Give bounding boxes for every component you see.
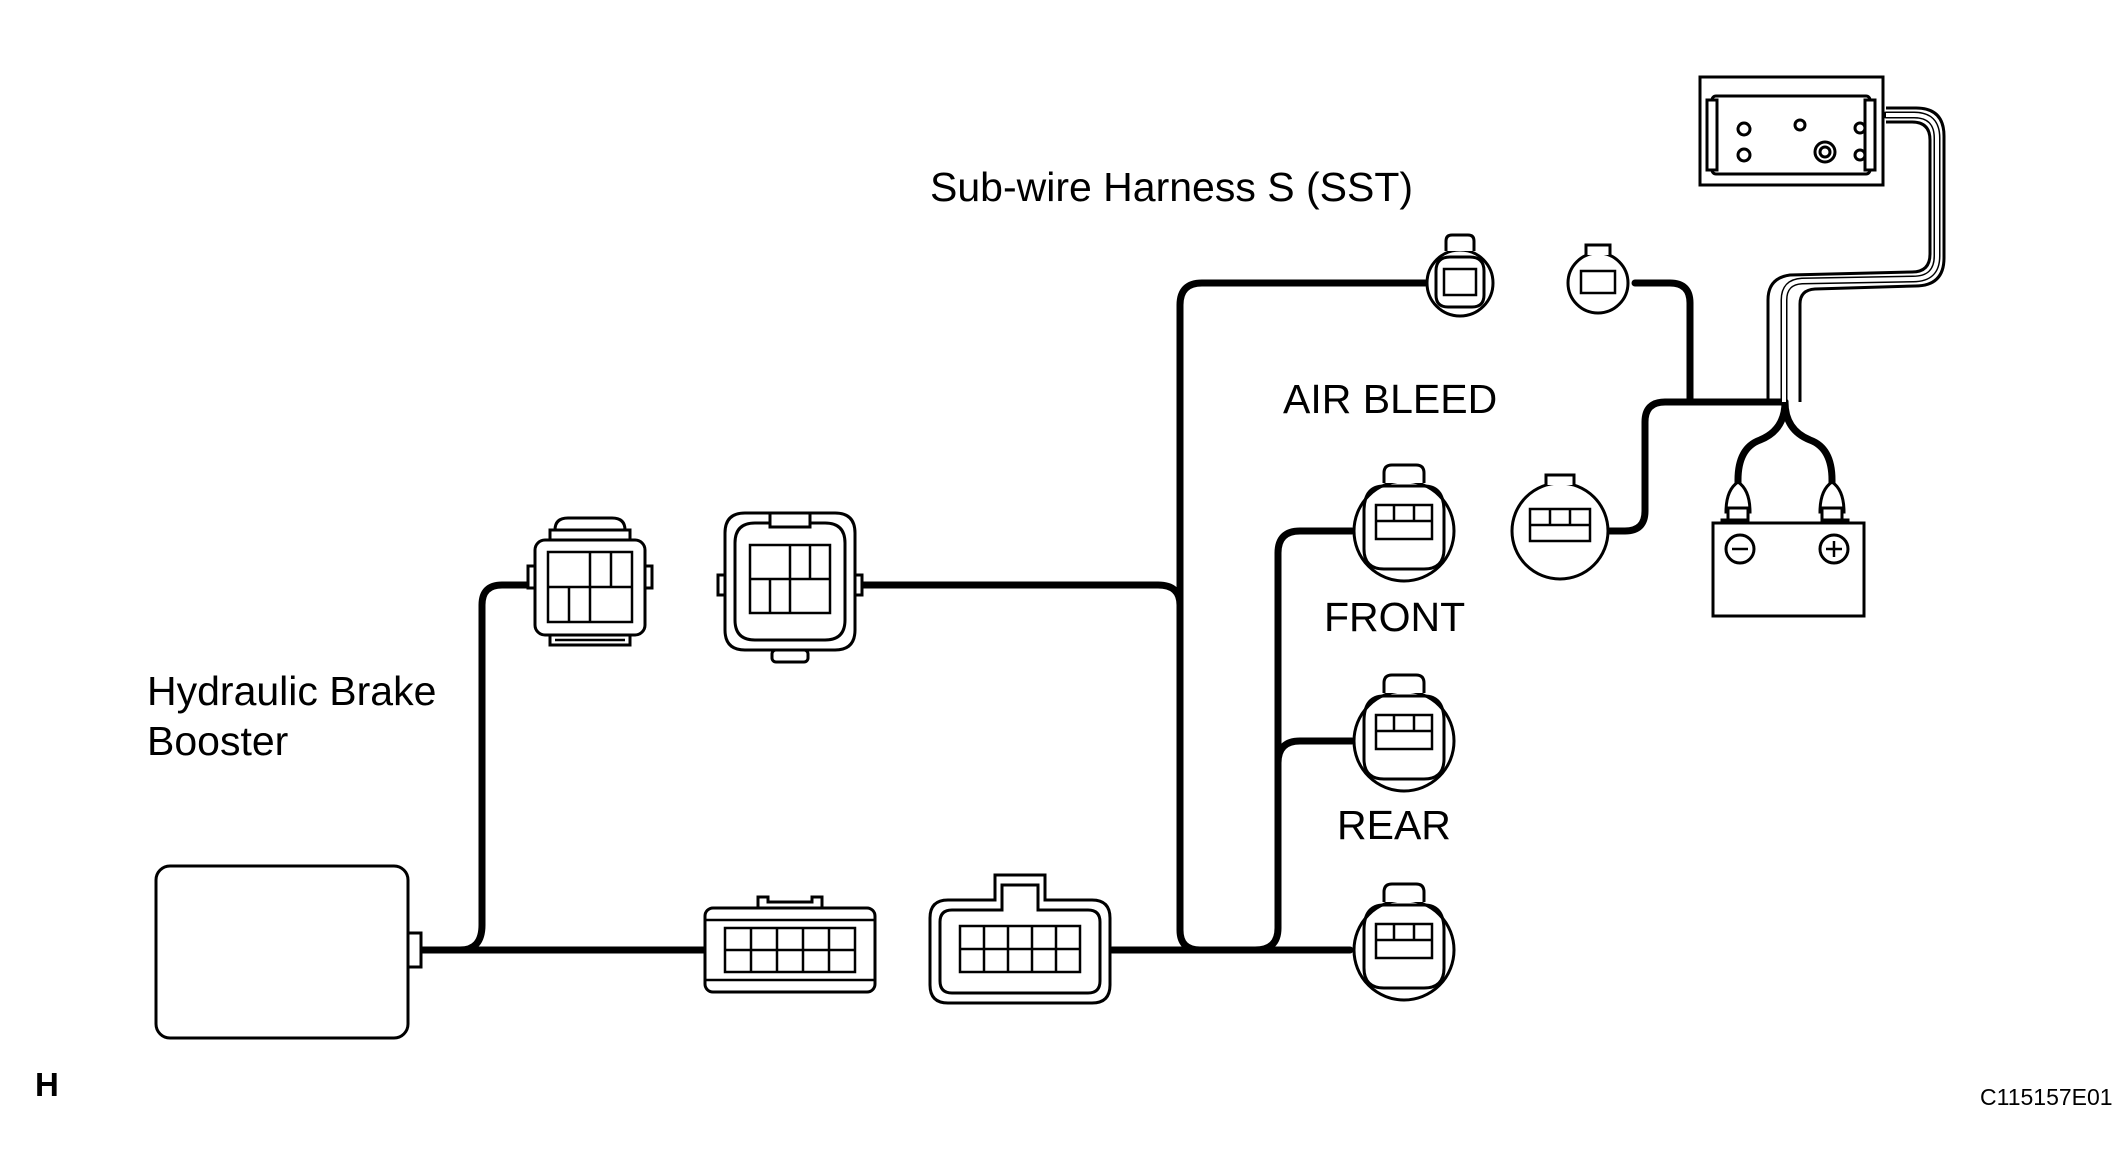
- connector-icon: [1510, 473, 1610, 581]
- connector-icon: [716, 511, 864, 664]
- figure-code: C115157E01: [1980, 1084, 2113, 1110]
- sub-wire-harness-label: Sub-wire Harness S (SST): [930, 164, 1414, 210]
- connector-icon: [928, 873, 1112, 1005]
- connector-icon: [703, 895, 877, 994]
- air-bleed-label: AIR BLEED: [1283, 376, 1498, 422]
- connector-icon: [1352, 463, 1456, 583]
- connector-icon: [1566, 243, 1630, 315]
- hydraulic-brake-booster-unit: [154, 864, 423, 1040]
- front-label: FRONT: [1324, 594, 1466, 640]
- hydraulic-brake-booster-label-line1: Hydraulic Brake: [147, 668, 437, 714]
- hydraulic-brake-booster-label: Hydraulic Brake Booster: [147, 666, 436, 766]
- switch-box-icon: [1698, 75, 1885, 187]
- connector-icon: [1425, 233, 1495, 318]
- connector-icon: [526, 516, 654, 647]
- wire-harness: [416, 106, 1946, 954]
- connector-icon: [1352, 882, 1456, 1002]
- battery-icon: [1711, 480, 1866, 618]
- rear-label: REAR: [1337, 802, 1451, 848]
- connector-icon: [1352, 673, 1456, 793]
- hydraulic-brake-booster-label-line2: Booster: [147, 718, 289, 764]
- corner-letter: H: [35, 1066, 59, 1103]
